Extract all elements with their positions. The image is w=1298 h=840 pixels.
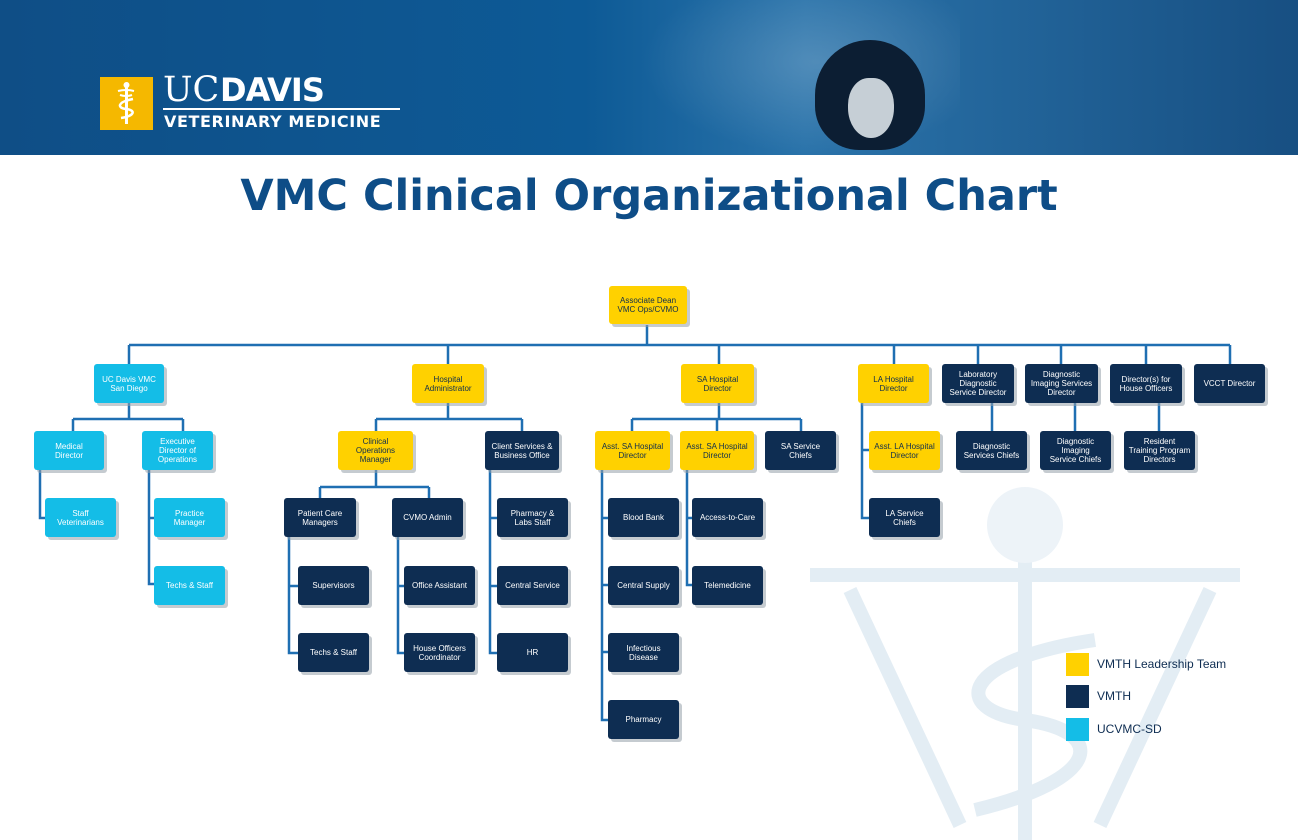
node-pharmacy-labs-staff[interactable]: Pharmacy & Labs Staff [497,498,568,537]
node-label: Asst. SA Hospital Director [686,441,748,460]
node-label: Medical Director [54,441,83,460]
node-diagnostic-services-chiefs[interactable]: Diagnostic Services Chiefs [956,431,1027,470]
node-staff-veterinarians[interactable]: Staff Veterinarians [45,498,116,537]
node-techs-staff-sd[interactable]: Techs & Staff [154,566,225,605]
legend-label: VMTH Leadership Team [1097,657,1227,671]
node-diagnostic-imaging-chiefs[interactable]: Diagnostic Imaging Service Chiefs [1040,431,1111,470]
node-blood-bank[interactable]: Blood Bank [608,498,679,537]
node-label: Asst. SA Hospital Director [601,441,664,460]
logo-rule [163,108,400,110]
node-label: CVMO Admin [403,513,452,522]
node-label: Client Services & Business Office [491,441,553,460]
node-la-hospital-director[interactable]: LA Hospital Director [858,364,929,403]
node-sa-service-chiefs[interactable]: SA Service Chiefs [765,431,836,470]
legend-swatch [1066,717,1089,741]
node-diagnostic-imaging-director[interactable]: Diagnostic Imaging Services Director [1025,364,1098,403]
node-label: Central Service [505,581,560,590]
node-patient-care-managers[interactable]: Patient Care Managers [284,498,356,537]
node-asst-la-director[interactable]: Asst. LA Hospital Director [869,431,940,470]
node-pharmacy[interactable]: Pharmacy [608,700,679,739]
node-label: Supervisors [312,581,355,590]
node-client-services[interactable]: Client Services & Business Office [485,431,559,470]
node-label: Patient Care Managers [297,508,343,527]
node-vcct-director[interactable]: VCCT Director [1194,364,1265,403]
node-label: Associate Dean VMC Ops/CVMO [617,296,679,314]
ucdavis-logo[interactable]: UC DAVIS VETERINARY MEDICINE [100,71,400,132]
node-medical-director[interactable]: Medical Director [34,431,104,470]
node-central-supply[interactable]: Central Supply [608,566,679,605]
node-label: Staff Veterinarians [57,508,104,527]
node-label: Central Supply [617,581,670,590]
legend-swatch [1066,652,1089,676]
node-label: UC Davis VMC San Diego [102,374,156,393]
node-hospital-administrator[interactable]: Hospital Administrator [412,364,484,403]
node-resident-training-directors[interactable]: Resident Training Program Directors [1124,431,1195,470]
logo-subtitle: VETERINARY MEDICINE [164,112,382,131]
node-executive-director-operations[interactable]: Executive Director of Operations [142,431,213,470]
node-label: Hospital Administrator [424,374,472,393]
legend-item-ucvmc-sd: UCVMC-SD [1066,717,1162,741]
node-supervisors[interactable]: Supervisors [298,566,369,605]
node-label: VCCT Director [1203,379,1256,388]
node-label: Diagnostic Imaging Service Chiefs [1049,437,1102,464]
dog-face [848,78,894,138]
node-office-assistant[interactable]: Office Assistant [404,566,475,605]
legend-swatch [1066,684,1089,708]
node-practice-manager[interactable]: Practice Manager [154,498,225,537]
legend-item-leadership: VMTH Leadership Team [1066,652,1226,676]
node-label: Diagnostic Services Chiefs [963,441,1020,460]
node-label: Pharmacy & Labs Staff [510,508,555,527]
node-label: LA Hospital Director [873,374,914,393]
node-label: Pharmacy [625,715,662,724]
node-house-officers-coordinator[interactable]: House Officers Coordinator [404,633,475,672]
node-la-service-chiefs[interactable]: LA Service Chiefs [869,498,940,537]
node-asst-sa-director-1[interactable]: Asst. SA Hospital Director [595,431,670,470]
logo-davis: DAVIS [220,71,325,109]
node-label: Practice Manager [173,508,206,527]
node-label: Director(s) for House Officers [1119,374,1173,393]
node-access-to-care[interactable]: Access-to-Care [692,498,763,537]
node-directors-house-officers[interactable]: Director(s) for House Officers [1110,364,1182,403]
node-label: Laboratory Diagnostic Service Director [949,370,1007,397]
node-sa-hospital-director[interactable]: SA Hospital Director [681,364,754,403]
legend-label: UCVMC-SD [1097,722,1162,736]
node-label: Infectious Disease [626,643,661,662]
header-banner: UC DAVIS VETERINARY MEDICINE [0,0,1298,155]
node-label: LA Service Chiefs [885,508,924,527]
legend-label: VMTH [1097,689,1131,703]
caduceus-icon [100,77,153,130]
node-label: Blood Bank [623,513,664,522]
legend-item-vmth: VMTH [1066,684,1131,708]
node-label: Techs & Staff [310,648,357,657]
node-label: Asst. LA Hospital Director [874,441,935,460]
node-label: Techs & Staff [166,581,213,590]
node-ucdavis-vmc-san-diego[interactable]: UC Davis VMC San Diego [94,364,164,403]
node-label: SA Service Chiefs [780,441,821,460]
node-label: Access-to-Care [699,513,756,522]
node-asst-sa-director-2[interactable]: Asst. SA Hospital Director [680,431,754,470]
node-central-service[interactable]: Central Service [497,566,568,605]
node-cvmo-admin[interactable]: CVMO Admin [392,498,463,537]
node-label: Clinical Operations Manager [355,437,396,464]
node-associate-dean[interactable]: Associate Dean VMC Ops/CVMO [609,286,687,324]
page-title: VMC Clinical Organizational Chart [240,171,1058,221]
logo-uc: UC [163,70,220,110]
node-techs-staff[interactable]: Techs & Staff [298,633,369,672]
node-label: House Officers Coordinator [413,643,466,662]
node-label: HR [526,648,539,657]
node-clinical-operations-manager[interactable]: Clinical Operations Manager [338,431,413,470]
node-label: Diagnostic Imaging Services Director [1030,370,1093,397]
node-label: SA Hospital Director [696,374,739,393]
node-telemedicine[interactable]: Telemedicine [692,566,763,605]
node-label: Executive Director of Operations [157,437,198,464]
node-label: Office Assistant [412,581,467,590]
node-hr[interactable]: HR [497,633,568,672]
node-lab-diagnostic-director[interactable]: Laboratory Diagnostic Service Director [942,364,1014,403]
node-label: Resident Training Program Directors [1128,437,1191,464]
node-label: Telemedicine [704,581,751,590]
node-infectious-disease[interactable]: Infectious Disease [608,633,679,672]
